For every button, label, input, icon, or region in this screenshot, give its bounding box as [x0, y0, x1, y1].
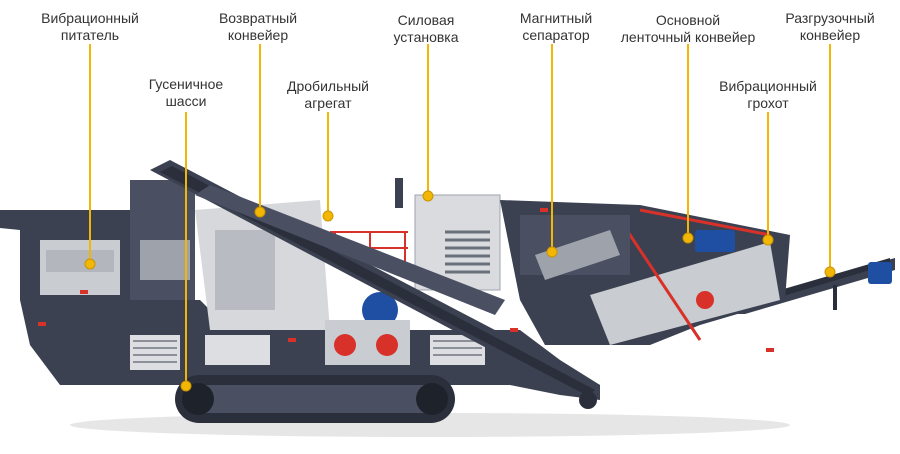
leader-dot-vibrating-feeder: [84, 258, 96, 270]
crusher-port-right: [376, 334, 398, 356]
leader-dot-main-belt-conveyor: [682, 232, 694, 244]
leader-line-magnetic-separator: [551, 44, 553, 252]
leader-line-discharge-conveyor: [829, 44, 831, 272]
vibrating-screen-deck: [590, 242, 780, 345]
crusher-chamber: [215, 230, 275, 310]
feeder-mechanism: [140, 240, 190, 280]
screen-exciter: [696, 291, 714, 309]
leader-dot-vibrating-screen: [762, 234, 774, 246]
power-unit-louvers: [445, 230, 490, 274]
leader-line-main-belt-conveyor: [687, 44, 689, 238]
crawler-drive-sprocket: [182, 383, 214, 415]
main-conveyor-head-pulley: [579, 391, 597, 409]
screen-red-struts: [618, 208, 771, 341]
red-markers: [38, 208, 774, 352]
leader-line-vibrating-feeder: [89, 44, 91, 264]
leader-dot-crushing-unit: [322, 210, 334, 222]
crawler-track-inner: [190, 385, 440, 413]
leader-line-power-unit: [427, 44, 429, 196]
return-conveyor-frame: [195, 185, 505, 315]
magnetic-separator-belt: [535, 230, 620, 280]
discharge-conveyor-motor: [868, 262, 892, 284]
exhaust-stack: [395, 178, 403, 208]
leader-dot-return-conveyor: [254, 206, 266, 218]
side-access-panel: [205, 335, 270, 365]
vent-grille-left: [130, 335, 180, 370]
leader-line-vibrating-screen: [767, 112, 769, 240]
crawler-idler-wheel: [416, 383, 448, 415]
leader-dot-discharge-conveyor: [824, 266, 836, 278]
leader-dot-magnetic-separator: [546, 246, 558, 258]
screen-motor: [695, 230, 735, 252]
leader-line-crawler-chassis: [185, 112, 187, 386]
feeder-grate: [46, 250, 114, 272]
leader-line-return-conveyor: [259, 44, 261, 212]
discharge-conveyor-belt: [760, 258, 890, 303]
leader-dot-power-unit: [422, 190, 434, 202]
crusher-motor: [362, 292, 398, 328]
crusher-port-left: [334, 334, 356, 356]
main-frame-lower: [20, 300, 600, 400]
leader-line-crushing-unit: [327, 112, 329, 216]
leader-dot-crawler-chassis: [180, 380, 192, 392]
